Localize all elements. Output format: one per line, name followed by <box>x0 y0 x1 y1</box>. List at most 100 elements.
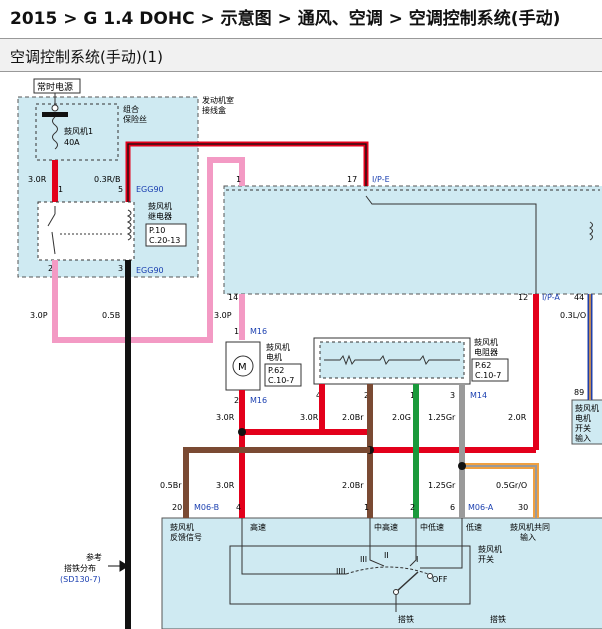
svg-text:M: M <box>238 362 247 373</box>
wire-0-5br <box>183 447 370 518</box>
resistor-symbol <box>324 354 460 366</box>
svg-text:1: 1 <box>410 391 415 400</box>
svg-text:C.20-13: C.20-13 <box>149 236 180 245</box>
svg-text:EGG90: EGG90 <box>136 266 164 275</box>
svg-text:鼓风机: 鼓风机 <box>170 522 194 532</box>
svg-text:M06-A: M06-A <box>468 503 494 512</box>
svg-text:鼓风机共同: 鼓风机共同 <box>510 522 550 532</box>
svg-text:鼓风机: 鼓风机 <box>266 342 290 352</box>
svg-text:2.0R: 2.0R <box>508 413 527 422</box>
svg-text:(SD130-7): (SD130-7) <box>60 575 101 584</box>
svg-text:IIII: IIII <box>336 567 345 576</box>
svg-text:M14: M14 <box>470 391 487 400</box>
svg-text:搭铁分布: 搭铁分布 <box>64 563 96 573</box>
svg-text:30: 30 <box>518 503 528 512</box>
svg-text:M06-B: M06-B <box>194 503 219 512</box>
fuse-symbol <box>52 116 58 150</box>
svg-text:4: 4 <box>236 503 241 512</box>
control-module-box <box>161 517 602 629</box>
svg-text:1: 1 <box>234 327 239 336</box>
svg-text:3.0R: 3.0R <box>216 413 235 422</box>
section-title-bar: 空调控制系统(手动)(1) <box>0 38 602 72</box>
svg-text:3.0R: 3.0R <box>300 413 319 422</box>
breadcrumb: 2015 > G 1.4 DOHC > 示意图 > 通风、空调 > 空调控制系统… <box>10 9 561 29</box>
svg-text:P.62: P.62 <box>475 361 491 370</box>
svg-text:电机: 电机 <box>266 352 282 362</box>
svg-text:输入: 输入 <box>520 532 536 542</box>
svg-text:3.0R: 3.0R <box>28 175 47 184</box>
svg-text:继电器: 继电器 <box>148 211 172 221</box>
svg-text:12: 12 <box>518 293 528 302</box>
svg-text:2: 2 <box>364 391 369 400</box>
svg-text:鼓风机: 鼓风机 <box>478 544 502 554</box>
svg-text:2: 2 <box>234 396 239 405</box>
svg-text:3: 3 <box>450 391 455 400</box>
svg-text:开关: 开关 <box>478 554 494 564</box>
svg-text:14: 14 <box>228 293 238 302</box>
svg-text:2: 2 <box>410 503 415 512</box>
svg-text:3.0P: 3.0P <box>214 311 232 320</box>
svg-text:鼓风机: 鼓风机 <box>575 403 599 413</box>
svg-text:搭铁: 搭铁 <box>398 614 414 624</box>
svg-text:C.10-7: C.10-7 <box>475 371 501 380</box>
svg-text:OFF: OFF <box>432 575 448 584</box>
svg-text:接线盒: 接线盒 <box>202 105 226 115</box>
breadcrumb-header: 2015 > G 1.4 DOHC > 示意图 > 通风、空调 > 空调控制系统… <box>0 0 602 32</box>
svg-text:开关: 开关 <box>575 423 591 433</box>
svg-text:鼓风机1: 鼓风机1 <box>64 126 93 136</box>
svg-text:P.10: P.10 <box>149 226 165 235</box>
svg-text:2: 2 <box>48 264 53 273</box>
svg-text:高速: 高速 <box>250 522 266 532</box>
ipm-box <box>223 185 602 295</box>
svg-text:44: 44 <box>574 293 584 302</box>
wiring-diagram: 常时电源 组合 保险丝 发动机室 接线盒 鼓风机1 40A 3.0R 1 0.3… <box>17 78 602 629</box>
svg-text:II: II <box>384 551 389 560</box>
svg-text:保险丝: 保险丝 <box>123 114 147 124</box>
svg-text:1: 1 <box>58 185 63 194</box>
svg-text:40A: 40A <box>64 138 80 147</box>
ref-arrow-icon <box>108 560 129 572</box>
svg-text:III: III <box>360 555 367 564</box>
svg-text:发动机室: 发动机室 <box>202 95 234 105</box>
svg-text:C.10-7: C.10-7 <box>268 376 294 385</box>
svg-text:I/P-A: I/P-A <box>542 293 560 302</box>
svg-text:组合: 组合 <box>123 104 139 114</box>
svg-text:0.3R/B: 0.3R/B <box>94 175 120 184</box>
svg-text:1: 1 <box>364 503 369 512</box>
blower-relay <box>37 201 135 261</box>
right-module-box <box>571 399 602 445</box>
svg-text:3.0R: 3.0R <box>216 481 235 490</box>
svg-text:M16: M16 <box>250 396 267 405</box>
svg-text:2.0Br: 2.0Br <box>342 481 364 490</box>
svg-text:17: 17 <box>347 175 357 184</box>
svg-text:参考: 参考 <box>86 552 102 562</box>
constant-power-label: 常时电源 <box>37 81 73 93</box>
svg-text:4: 4 <box>316 391 321 400</box>
svg-text:6: 6 <box>450 503 455 512</box>
svg-text:0.3L/O: 0.3L/O <box>560 311 586 320</box>
svg-text:0.5Gr/O: 0.5Gr/O <box>496 481 527 490</box>
svg-text:低速: 低速 <box>466 522 482 532</box>
svg-text:I: I <box>416 555 418 564</box>
svg-text:中高速: 中高速 <box>374 522 398 532</box>
svg-text:电机: 电机 <box>575 413 591 423</box>
fuse-box <box>35 103 119 161</box>
svg-text:输入: 输入 <box>575 433 591 443</box>
svg-text:0.5B: 0.5B <box>102 311 120 320</box>
svg-text:EGG90: EGG90 <box>136 185 164 194</box>
blower-switch <box>229 545 471 605</box>
constant-power-tag <box>33 78 81 94</box>
svg-text:电阻器: 电阻器 <box>474 347 498 357</box>
svg-text:0.5Br: 0.5Br <box>160 481 182 490</box>
svg-text:1.25Gr: 1.25Gr <box>428 413 456 422</box>
svg-text:搭铁: 搭铁 <box>490 614 506 624</box>
svg-text:5: 5 <box>118 185 123 194</box>
svg-text:3.0P: 3.0P <box>30 311 48 320</box>
svg-text:1.25Gr: 1.25Gr <box>428 481 456 490</box>
svg-text:I/P-E: I/P-E <box>372 175 390 184</box>
svg-text:1: 1 <box>236 175 241 184</box>
svg-text:中低速: 中低速 <box>420 522 444 532</box>
svg-text:鼓风机: 鼓风机 <box>148 201 172 211</box>
svg-text:M16: M16 <box>250 327 267 336</box>
motor-icon <box>232 355 254 377</box>
